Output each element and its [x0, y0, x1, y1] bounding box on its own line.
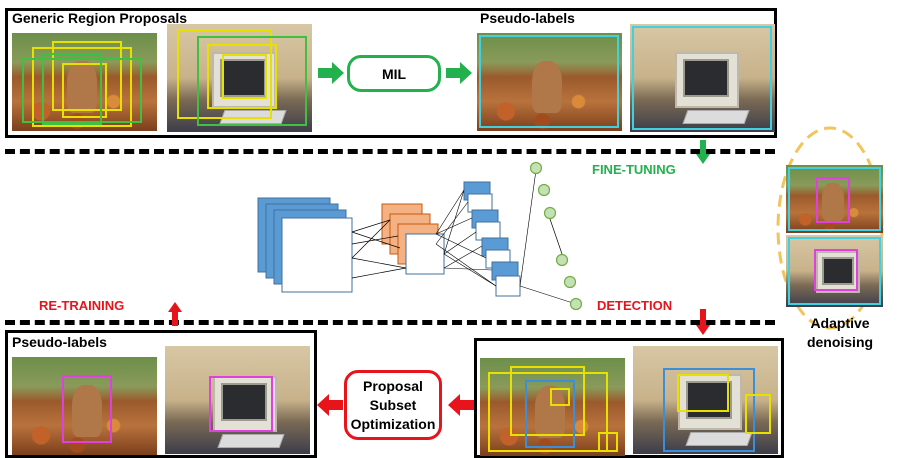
fc-stack	[463, 181, 521, 297]
proposal-box	[42, 53, 102, 125]
pseudo-label-box	[788, 237, 881, 305]
green-arrow-icon	[318, 62, 344, 84]
proposal-box	[22, 58, 142, 123]
conv-layer	[281, 217, 353, 293]
adaptive-computer-image	[786, 235, 883, 307]
proposals-title: Generic Region Proposals	[12, 10, 188, 26]
monitor-screen	[822, 257, 854, 285]
pseudo-label-box	[788, 167, 881, 231]
adaptive-dog-image	[786, 165, 883, 233]
refined-box	[209, 376, 273, 432]
dog-figure	[532, 61, 562, 113]
dog-image-proposals	[12, 33, 157, 131]
dog-figure	[67, 61, 97, 113]
mil-box: MIL	[347, 55, 441, 92]
proposal-box	[222, 54, 267, 99]
detection-box	[525, 380, 575, 448]
computer-image-refined	[165, 346, 310, 454]
output-nodes	[529, 161, 583, 311]
pseudo-label-box	[632, 26, 772, 130]
monitor-screen	[686, 381, 732, 419]
proposal-subset-optimization-box: Proposal Subset Optimization	[344, 370, 442, 440]
red-left-arrow-icon	[317, 394, 343, 416]
dog-image-detections	[480, 358, 625, 456]
adaptive-denoising-label: Adaptive denoising	[806, 315, 874, 350]
refined-box	[816, 177, 850, 223]
dog-image-refined	[12, 357, 157, 455]
pso-label: Proposal Subset Optimization	[350, 377, 436, 432]
detection-label: DETECTION	[597, 298, 673, 313]
computer-image-detections	[633, 346, 778, 454]
red-left-arrow-icon	[448, 394, 474, 416]
detection-box	[488, 372, 608, 452]
proposal-box	[32, 47, 132, 127]
mil-label: MIL	[381, 65, 407, 82]
dog-figure	[822, 183, 844, 221]
detection-box	[550, 388, 570, 406]
monitor-figure	[675, 52, 739, 108]
proposal-box	[52, 41, 122, 111]
detection-box	[663, 368, 755, 452]
computer-image-pseudo-label	[630, 24, 775, 132]
mid-layer	[405, 233, 445, 275]
cnn-diagram	[257, 161, 583, 311]
detection-box	[598, 432, 618, 452]
monitor-figure	[678, 374, 742, 430]
monitor-screen	[221, 383, 267, 421]
pseudo-labels-title-bottom: Pseudo-labels	[12, 334, 107, 350]
proposal-box	[197, 36, 307, 126]
pseudo-label-box	[479, 35, 619, 128]
red-up-arrow-icon	[168, 302, 182, 326]
separator-bottom	[5, 320, 775, 325]
monitor-figure	[816, 251, 860, 293]
computer-image-proposals	[167, 24, 312, 132]
proposal-box	[62, 63, 107, 118]
proposal-box	[207, 44, 277, 109]
detection-box	[677, 374, 729, 412]
green-down-arrow-icon	[696, 140, 710, 164]
retraining-label: RE-TRAINING	[39, 298, 125, 313]
detection-box	[745, 394, 771, 434]
refined-box	[814, 249, 858, 291]
green-arrow-icon	[446, 62, 472, 84]
dog-figure	[72, 385, 102, 437]
pseudo-labels-title-top: Pseudo-labels	[480, 10, 575, 26]
refined-box	[62, 375, 112, 443]
separator-top	[5, 149, 775, 154]
fine-tuning-label: FINE-TUNING	[592, 162, 676, 177]
monitor-screen	[683, 59, 729, 97]
keyboard-figure	[217, 434, 285, 448]
proposal-box	[177, 29, 272, 119]
dog-image-pseudo-label	[477, 33, 622, 131]
red-down-arrow-icon	[696, 309, 710, 335]
detection-box	[510, 366, 585, 436]
